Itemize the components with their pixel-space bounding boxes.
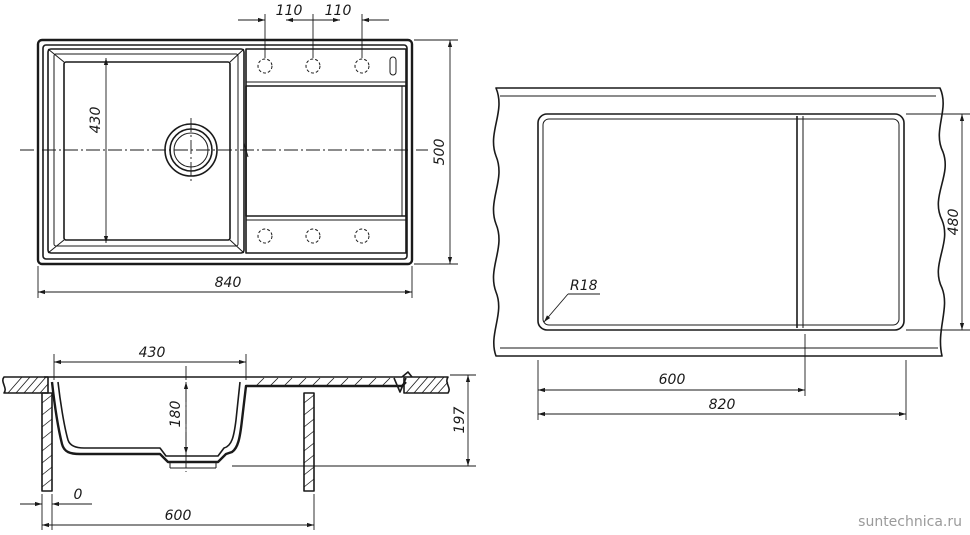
cutout-outline (537, 113, 905, 331)
top-view: 430 110 110 500 840 (20, 3, 458, 298)
bowl (47, 48, 245, 254)
sink-rim (42, 44, 408, 260)
tap-holes-top (257, 56, 397, 76)
dimension-section-depth: 180 (168, 382, 189, 454)
cutout-bowl-width-label: 600 (659, 372, 686, 388)
tap-hole-icon (257, 228, 273, 244)
drainer-board (243, 48, 407, 254)
cabinet-wall-left (41, 392, 53, 492)
dimension-section-offset: 0 (20, 487, 92, 530)
dimension-section-bowl-width: 430 (53, 345, 247, 380)
cabinet-wall-right (303, 392, 315, 492)
dimension-section-total-height: 197 (232, 374, 476, 467)
bowl-height-label: 430 (88, 107, 104, 134)
cutout-view: R18 480 600 820 (492, 87, 970, 420)
section-view: 430 180 197 0 600 (2, 345, 476, 530)
countertop-outline (492, 87, 946, 357)
hole-spacing-left-label: 110 (276, 3, 303, 19)
cutout-height-label: 480 (946, 209, 962, 236)
dimension-section-cabinet: 600 (41, 494, 315, 530)
overflow-slot-icon (389, 56, 397, 76)
dimension-bowl-height: 430 (88, 58, 109, 243)
tap-hole-icon (305, 58, 321, 74)
overall-width-label: 840 (215, 275, 242, 291)
section-offset-label: 0 (74, 487, 83, 503)
watermark: suntechnica.ru (858, 514, 962, 530)
section-total-height-label: 197 (452, 407, 468, 434)
tap-hole-icon (257, 58, 273, 74)
radius-callout: R18 (543, 278, 600, 323)
dimension-cutout-width: 820 (538, 360, 907, 420)
tap-hole-icon (354, 58, 370, 74)
dimension-overall-height: 500 (414, 39, 458, 265)
section-bowl-width-label: 430 (139, 345, 166, 361)
countertop-section-left (2, 376, 49, 394)
dimension-cutout-height: 480 (906, 113, 970, 331)
sink-outline (36, 38, 414, 266)
tap-hole-icon (305, 228, 321, 244)
tap-holes-bottom (257, 228, 370, 244)
dimension-overall-width: 840 (37, 266, 413, 298)
tap-hole-icon (354, 228, 370, 244)
section-cabinet-label: 600 (165, 508, 192, 524)
section-depth-label: 180 (168, 401, 184, 428)
overall-height-label: 500 (432, 139, 448, 166)
radius-label: R18 (570, 278, 598, 294)
dimension-hole-spacing: 110 110 (238, 3, 389, 58)
dimension-cutout-bowl-width: 600 (537, 334, 806, 420)
sink-section-profile (44, 371, 413, 469)
countertop-section-right (403, 376, 450, 394)
hole-spacing-right-label: 110 (325, 3, 352, 19)
cutout-width-label: 820 (709, 397, 736, 413)
